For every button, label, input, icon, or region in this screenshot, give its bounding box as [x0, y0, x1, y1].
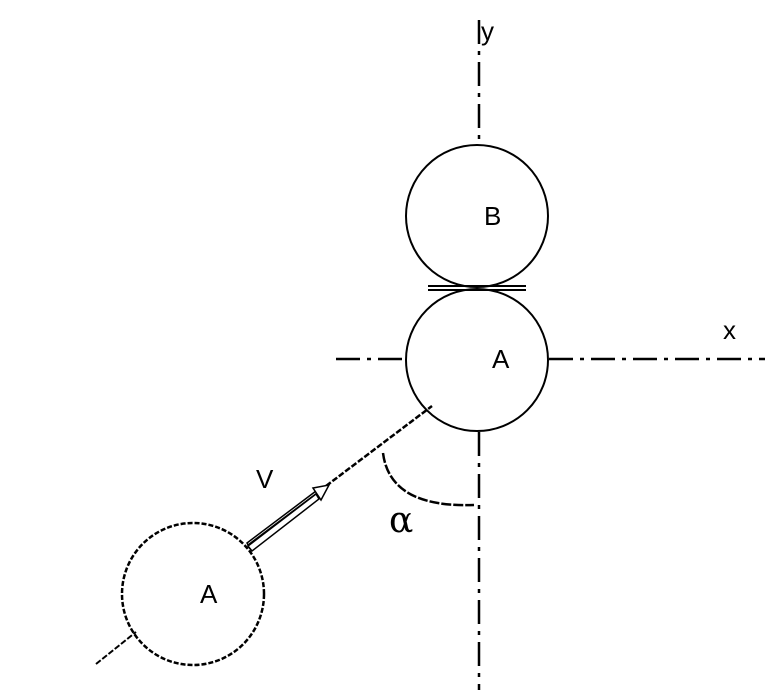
ball-a-target: [405, 288, 549, 432]
ball-a-target-label: A: [492, 344, 510, 374]
ball-b-label: B: [484, 201, 501, 231]
ball-b: [405, 144, 549, 288]
trajectory-line: [325, 405, 433, 487]
ball-a-incoming: [120, 521, 266, 667]
ball-a-incoming-label: A: [200, 579, 218, 609]
angle-arc: [381, 452, 475, 507]
angle-label: α: [389, 500, 413, 541]
velocity-arrow: [246, 483, 331, 553]
trajectory-tail: [95, 631, 137, 665]
y-axis-label: y: [481, 16, 494, 46]
velocity-label: V: [256, 464, 274, 494]
x-axis-label: x: [723, 315, 736, 345]
